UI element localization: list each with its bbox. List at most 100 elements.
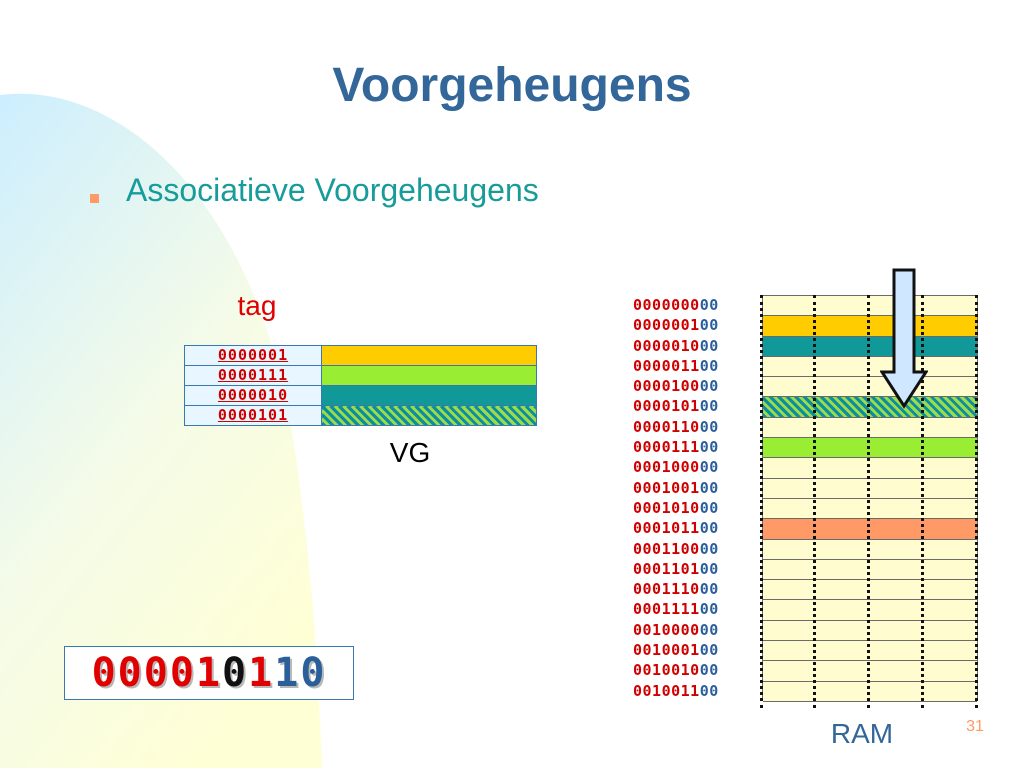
address-bit: 1 (274, 650, 301, 696)
ram-address: 000111100 (633, 599, 761, 619)
bullet-icon (90, 194, 99, 203)
address-bit: 1 (248, 650, 275, 696)
vg-label: VG (389, 437, 431, 468)
vg-data-cell (321, 345, 537, 366)
ram-divider-line (975, 295, 978, 708)
ram-address-low: 00 (699, 620, 719, 639)
ram-address-high: 0001000 (633, 458, 700, 477)
address-bit: 0 (91, 650, 118, 696)
ram-address-high: 0010001 (633, 641, 700, 660)
vg-tag-cell: 0000111 (184, 365, 322, 386)
ram-address-high: 0000101 (633, 397, 700, 416)
ram-address: 000011000 (633, 417, 761, 437)
ram-address-high: 0001110 (633, 580, 700, 599)
ram-address-low: 00 (699, 661, 719, 680)
ram-address: 000101000 (633, 498, 761, 518)
ram-address-low: 00 (699, 397, 719, 416)
ram-address-high: 0001100 (633, 539, 700, 558)
address-bit: 1 (195, 650, 223, 696)
ram-row (763, 539, 977, 560)
ram-address: 000111000 (633, 579, 761, 599)
vg-data-cell (321, 365, 537, 386)
ram-row (763, 458, 977, 479)
ram-address-low: 00 (699, 336, 719, 355)
ram-row (763, 559, 977, 581)
ram-address-low: 00 (699, 641, 719, 660)
ram-address-low: 00 (699, 478, 719, 497)
ram-address: 000010000 (633, 376, 761, 396)
ram-address: 000000100 (633, 315, 761, 335)
ram-address-low: 00 (699, 539, 719, 558)
ram-row (763, 641, 977, 662)
vg-row: 0000101 (184, 405, 537, 426)
ram-row (763, 316, 977, 337)
ram-address-high: 0000010 (633, 336, 700, 355)
address-bit: 0 (117, 650, 144, 696)
ram-address: 000010100 (633, 396, 761, 416)
ram-row (763, 336, 977, 357)
ram-address: 001001000 (633, 660, 761, 680)
vg-row: 0000010 (184, 385, 537, 406)
ram-row (763, 356, 977, 378)
ram-divider-line (813, 295, 816, 708)
ram-address-high: 0000110 (633, 417, 700, 436)
ram-row (763, 417, 977, 439)
ram-address-low: 00 (699, 296, 719, 314)
ram-address: 000110100 (633, 559, 761, 579)
ram-address: 000110000 (633, 539, 761, 559)
ram-address: 001001100 (633, 681, 761, 701)
address-bit: 0 (169, 650, 196, 696)
ram-address: 000001000 (633, 336, 761, 356)
down-arrow-icon (880, 268, 928, 409)
vg-data-cell (321, 385, 537, 406)
address-bit: 0 (143, 650, 170, 696)
vg-tag-cell: 0000001 (184, 345, 322, 366)
ram-address: 001000100 (633, 640, 761, 660)
address-display: 000010110 (64, 646, 354, 700)
slide-subtitle: Associatieve Voorgeheugens (126, 172, 539, 208)
ram-address-low: 00 (699, 519, 719, 538)
ram-row (763, 580, 977, 601)
ram-address-high: 0000011 (633, 356, 700, 375)
ram-address-low: 00 (699, 681, 719, 700)
ram-address-high: 0001101 (633, 559, 700, 578)
slide-title: Voorgeheugens (332, 59, 692, 112)
ram-row (763, 296, 977, 317)
ram-address-high: 0010010 (633, 661, 700, 680)
ram-address: 000100100 (633, 478, 761, 498)
ram-row (763, 519, 977, 540)
ram-address-high: 0000100 (633, 377, 700, 396)
ram-grid (762, 295, 978, 702)
ram-address-high: 0010000 (633, 620, 700, 639)
ram-address-high: 0000000 (633, 296, 700, 314)
slide-number: 31 (966, 718, 984, 735)
ram-address-high: 0000001 (633, 316, 700, 335)
ram-address-high: 0010011 (633, 681, 700, 700)
ram-address-low: 00 (699, 559, 719, 578)
ram-address-low: 00 (699, 498, 719, 517)
ram-row (763, 478, 977, 499)
ram-row (763, 498, 977, 520)
ram-label: RAM (830, 718, 894, 749)
ram-address-high: 0001011 (633, 519, 700, 538)
address-bit: 0 (222, 650, 249, 696)
ram-address-high: 0000111 (633, 438, 700, 457)
ram-divider-line (760, 295, 763, 708)
ram-address: 000000000 (633, 295, 761, 315)
vg-row: 0000111 (184, 365, 537, 386)
ram-address-high: 0001001 (633, 478, 700, 497)
ram-address: 000001100 (633, 356, 761, 376)
ram-address: 000100000 (633, 457, 761, 477)
vg-tag-cell: 0000101 (184, 405, 322, 426)
ram-row (763, 661, 977, 682)
vg-tag-cell: 0000010 (184, 385, 322, 406)
ram-address-low: 00 (699, 600, 719, 619)
address-bit: 0 (300, 650, 327, 696)
vg-row: 0000001 (184, 345, 537, 366)
ram-address: 001000000 (633, 620, 761, 640)
ram-row (763, 681, 977, 702)
